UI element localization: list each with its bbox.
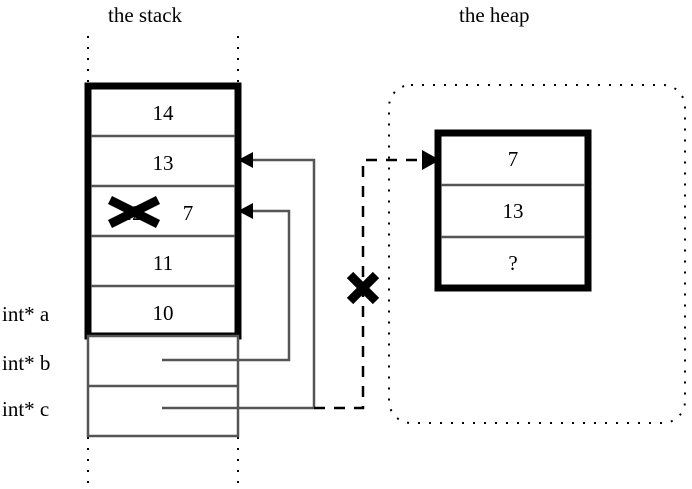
pointer-label-c: int* c	[2, 397, 50, 421]
stack-cell-value-2-new: 7	[182, 201, 194, 225]
heap-title: the heap	[459, 3, 530, 27]
struck-value-x-icon	[107, 195, 161, 229]
stack-cell-value-0: 14	[152, 101, 174, 125]
heap-cell-value-2: ?	[508, 251, 518, 275]
pointer-b-arrow	[162, 203, 291, 362]
stack-title: the stack	[108, 3, 183, 27]
stack-frame-box	[84, 82, 242, 340]
pointer-label-b: int* b	[2, 351, 51, 375]
dangling-heap-pointer-arrow	[314, 150, 440, 410]
heap-block-box	[434, 129, 592, 292]
dangling-pointer-x-icon	[346, 271, 380, 305]
pointer-label-a: int* a	[2, 302, 50, 326]
stack-cell-value-1: 13	[152, 151, 174, 175]
heap-cell-value-1: 13	[502, 199, 524, 223]
pointer-c-arrow	[162, 152, 316, 410]
stack-cell-value-3: 11	[152, 251, 174, 275]
stack-cell-value-4: 10	[152, 301, 174, 325]
stack-cell-value-2-old: 12	[121, 201, 143, 225]
heap-cell-value-0: 7	[507, 147, 519, 171]
